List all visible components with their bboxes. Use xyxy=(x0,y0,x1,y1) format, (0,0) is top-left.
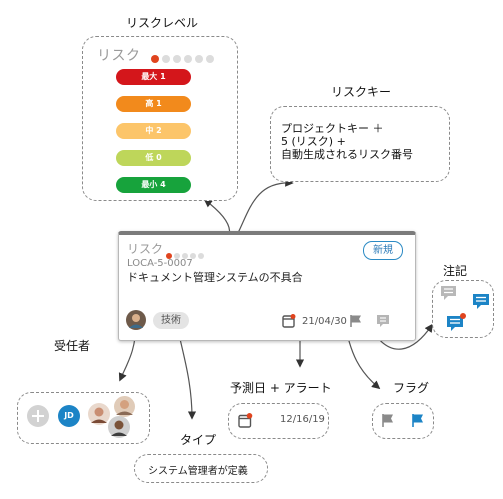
risk-key-line: プロジェクトキー ＋ xyxy=(281,122,384,135)
risk-dot xyxy=(182,253,188,259)
risk-level-pill: 最小 4 xyxy=(116,177,191,193)
risk-key-line: 5 (リスク) + xyxy=(281,135,346,148)
risk-level-head-label: リスク xyxy=(97,48,141,64)
risk-level-pill: 最大 1 xyxy=(116,69,191,85)
risk-level-head: リスク xyxy=(97,45,141,65)
assignee-avatar[interactable] xyxy=(88,403,110,425)
risk-dot xyxy=(184,55,192,63)
note-unread-icon xyxy=(447,313,466,331)
status-badge[interactable]: 新規 xyxy=(363,241,403,260)
assignee-initials-avatar[interactable]: JD xyxy=(58,405,80,427)
risk-dot xyxy=(173,55,181,63)
risk-key-text: プロジェクトキー ＋ 5 (リスク) + 自動生成されるリスク番号 xyxy=(281,122,413,161)
avatar[interactable] xyxy=(126,310,146,330)
add-assignee-icon[interactable] xyxy=(27,405,49,427)
flag-icon[interactable] xyxy=(349,314,363,328)
note-icon[interactable] xyxy=(376,314,390,328)
card-risk-label: リスク xyxy=(127,242,164,256)
risk-level-pill: 高 1 xyxy=(116,96,191,112)
risk-dot xyxy=(190,253,196,259)
flag-on-icon xyxy=(412,414,423,427)
type-chip[interactable]: 技術 xyxy=(153,312,189,329)
notes-title: 注記 xyxy=(443,264,468,278)
calendar-alert-icon[interactable] xyxy=(282,314,296,328)
type-value: システム管理者が定義 xyxy=(148,466,248,477)
due-box xyxy=(228,403,329,439)
risk-dot xyxy=(206,55,214,63)
flag-title: フラグ xyxy=(393,381,430,395)
risk-level-title: リスクレベル xyxy=(126,16,199,30)
risk-level-box xyxy=(82,36,238,201)
due-date-sample: 12/16/19 xyxy=(280,414,325,425)
risk-key-value: LOCA-5-0007 xyxy=(127,258,193,269)
risk-level-pill: 中 2 xyxy=(116,123,191,139)
risk-level-dots xyxy=(151,48,217,67)
risk-dot xyxy=(195,55,203,63)
type-box xyxy=(134,454,268,483)
assignee-avatar[interactable] xyxy=(108,416,130,438)
assignee-title: 受任者 xyxy=(54,339,91,353)
assignee-avatar[interactable] xyxy=(114,396,135,417)
risk-level-pill: 低 0 xyxy=(116,150,191,166)
flag-off-icon xyxy=(382,414,393,427)
due-title: 予測日 + アラート xyxy=(230,381,332,395)
risk-dot xyxy=(198,253,204,259)
risk-dot xyxy=(162,55,170,63)
risk-key-line: 自動生成されるリスク番号 xyxy=(281,148,413,161)
risk-dot xyxy=(166,253,172,259)
risk-dot xyxy=(151,55,159,63)
note-grey-icon xyxy=(441,286,456,300)
risk-title: ドキュメント管理システムの不具合 xyxy=(127,271,303,284)
risk-key-box xyxy=(270,106,450,182)
due-date: 21/04/30 xyxy=(302,316,347,327)
note-blue-icon xyxy=(473,294,489,309)
risk-dot xyxy=(174,253,180,259)
type-title: タイプ xyxy=(180,433,217,447)
card-risk-dots xyxy=(166,244,206,263)
risk-key-title: リスクキー xyxy=(331,85,392,99)
calendar-alert-icon xyxy=(238,413,253,428)
